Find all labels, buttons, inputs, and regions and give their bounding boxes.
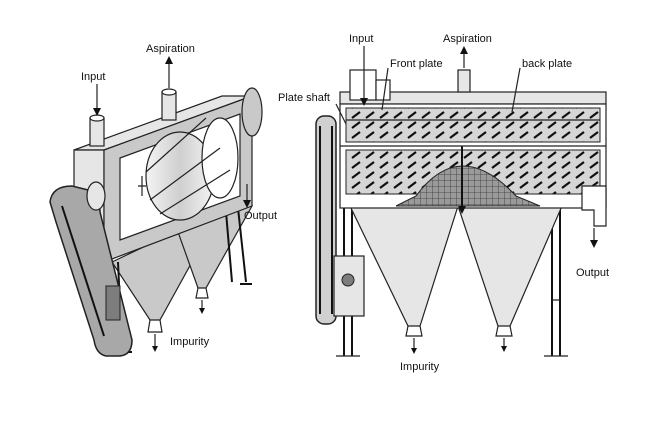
- right-leader-lines: [335, 67, 521, 125]
- right-hoppers: [349, 205, 563, 337]
- right-output-arrow: [590, 228, 598, 248]
- left-aspiration-pipe: [161, 88, 177, 121]
- right-output-chute: [581, 185, 607, 227]
- left-drive-belt-guard: [49, 181, 133, 357]
- left-aspiration-arrow: [165, 56, 173, 88]
- right-label-front-plate: Front plate: [390, 58, 443, 70]
- right-impurity-arrow: [411, 338, 507, 354]
- right-label-input: Input: [349, 33, 373, 45]
- left-label-impurity: Impurity: [170, 336, 210, 348]
- right-input-arrow: [360, 46, 368, 106]
- right-aspiration-arrow: [460, 46, 468, 68]
- right-label-output: Output: [576, 267, 609, 279]
- right-main-housing: [339, 91, 607, 214]
- left-label-aspiration: Aspiration: [146, 43, 195, 55]
- left-input-arrow: [93, 84, 101, 116]
- left-label-input: Input: [81, 71, 105, 83]
- left-input-pipe: [89, 114, 105, 147]
- left-output-arrow: [243, 184, 251, 208]
- right-drive-belt: [315, 115, 365, 325]
- left-label-output: Output: [244, 210, 277, 222]
- right-aspiration-pipe: [457, 69, 471, 93]
- right-label-back-plate: back plate: [522, 58, 572, 70]
- right-label-plate-shaft: Plate shaft: [278, 92, 330, 104]
- right-label-aspiration: Aspiration: [443, 33, 492, 45]
- right-label-impurity: Impurity: [400, 361, 440, 373]
- right-machine: Input Aspiration Front plate back plate …: [278, 33, 609, 373]
- left-impurity-arrow: [152, 300, 205, 352]
- right-input-box: [349, 69, 391, 101]
- left-machine: Aspiration Input Output Impurity: [49, 43, 277, 357]
